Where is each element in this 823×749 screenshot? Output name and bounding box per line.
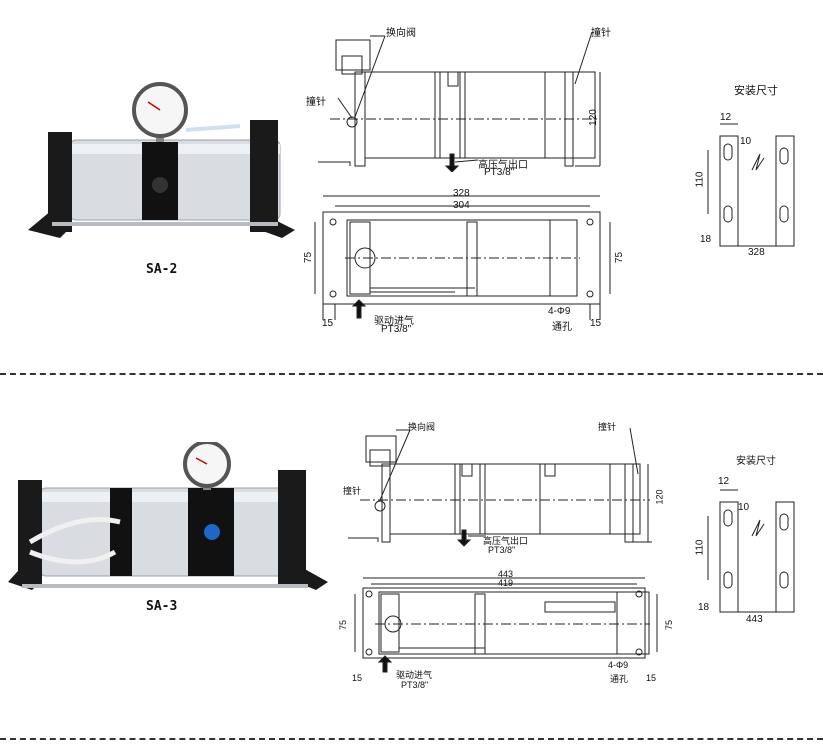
dim-mount-10: 10 (738, 502, 750, 513)
dim-width-left: 75 (338, 619, 349, 631)
dim-mount-len: 328 (748, 247, 765, 258)
dim-overall: 328 (453, 188, 470, 199)
end-frame-right (278, 470, 306, 584)
dim-inner: 419 (498, 578, 514, 588)
end-frame-right (250, 120, 278, 232)
model-label: SA-2 (146, 262, 178, 277)
dim-mount-12: 12 (718, 476, 730, 487)
front-view-drawing (318, 31, 601, 172)
dim-margin-right: 15 (590, 318, 602, 329)
label-drive-thread: PT3/8" (381, 324, 412, 335)
label-install: 安装尺寸 (734, 84, 778, 97)
label-holes-through: 通孔 (610, 675, 629, 685)
label-holes: 4-Φ9 (608, 660, 629, 670)
dim-margin-left: 15 (352, 673, 363, 683)
plan-view-drawing (354, 577, 658, 673)
dim-mount-10: 10 (740, 136, 752, 147)
install-drawing (707, 489, 795, 613)
dim-width-right: 75 (614, 251, 626, 264)
label-striker-left: 撞针 (343, 487, 362, 497)
front-view-drawing (348, 427, 652, 547)
label-outlet-thread: PT3/8" (488, 545, 516, 555)
dim-mount-110: 110 (694, 539, 706, 556)
label-holes-through: 通孔 (552, 322, 572, 333)
label-striker-right: 撞针 (598, 423, 617, 433)
label-holes: 4-Φ9 (548, 306, 571, 317)
end-frame-left (18, 480, 42, 584)
dim-inner: 304 (453, 200, 470, 211)
install-drawing (707, 123, 795, 247)
dim-width-left: 75 (303, 251, 315, 264)
label-drive-inlet: 驱动进气 (374, 316, 414, 327)
model-label: SA-3 (146, 599, 178, 614)
bottom-divider (0, 738, 823, 740)
dim-mount-12: 12 (720, 112, 732, 123)
product-photo-sa2 (28, 82, 295, 238)
dim-mount-18: 18 (700, 234, 712, 245)
label-outlet: 高压气出口 (483, 537, 529, 547)
label-outlet-thread: PT3/8" (484, 167, 515, 178)
label-outlet: 高压气出口 (478, 160, 528, 171)
label-striker-left: 撞针 (306, 97, 326, 108)
dim-margin-right: 15 (646, 673, 657, 683)
blue-port-icon (204, 524, 220, 540)
plan-view-drawing (314, 195, 611, 320)
label-valve: 换向阀 (386, 28, 416, 39)
label-install: 安装尺寸 (736, 456, 776, 467)
label-valve: 换向阀 (408, 423, 436, 433)
dim-overall: 443 (498, 569, 514, 579)
dim-height: 120 (654, 489, 665, 505)
section-sa2: SA-2 换向阀 撞针 撞针 高压气出口 PT3/8" 120 (28, 28, 795, 335)
dim-mount-18: 18 (698, 602, 710, 613)
product-photo-sa3 (8, 442, 328, 590)
label-drive-thread: PT3/8" (401, 680, 429, 690)
label-striker-right: 撞针 (591, 28, 611, 39)
section-divider (0, 373, 823, 375)
end-frame-left (48, 132, 72, 232)
label-drive-inlet: 驱动进气 (396, 671, 433, 681)
section-sa3: SA-3 换向阀 撞针 撞针 高压气出口 PT3/8" 120 (0, 392, 823, 737)
dim-margin-left: 15 (322, 318, 334, 329)
dim-height: 120 (587, 109, 599, 126)
dim-width-right: 75 (664, 619, 675, 631)
dim-mount-110: 110 (694, 171, 706, 188)
dim-mount-len: 443 (746, 614, 763, 625)
